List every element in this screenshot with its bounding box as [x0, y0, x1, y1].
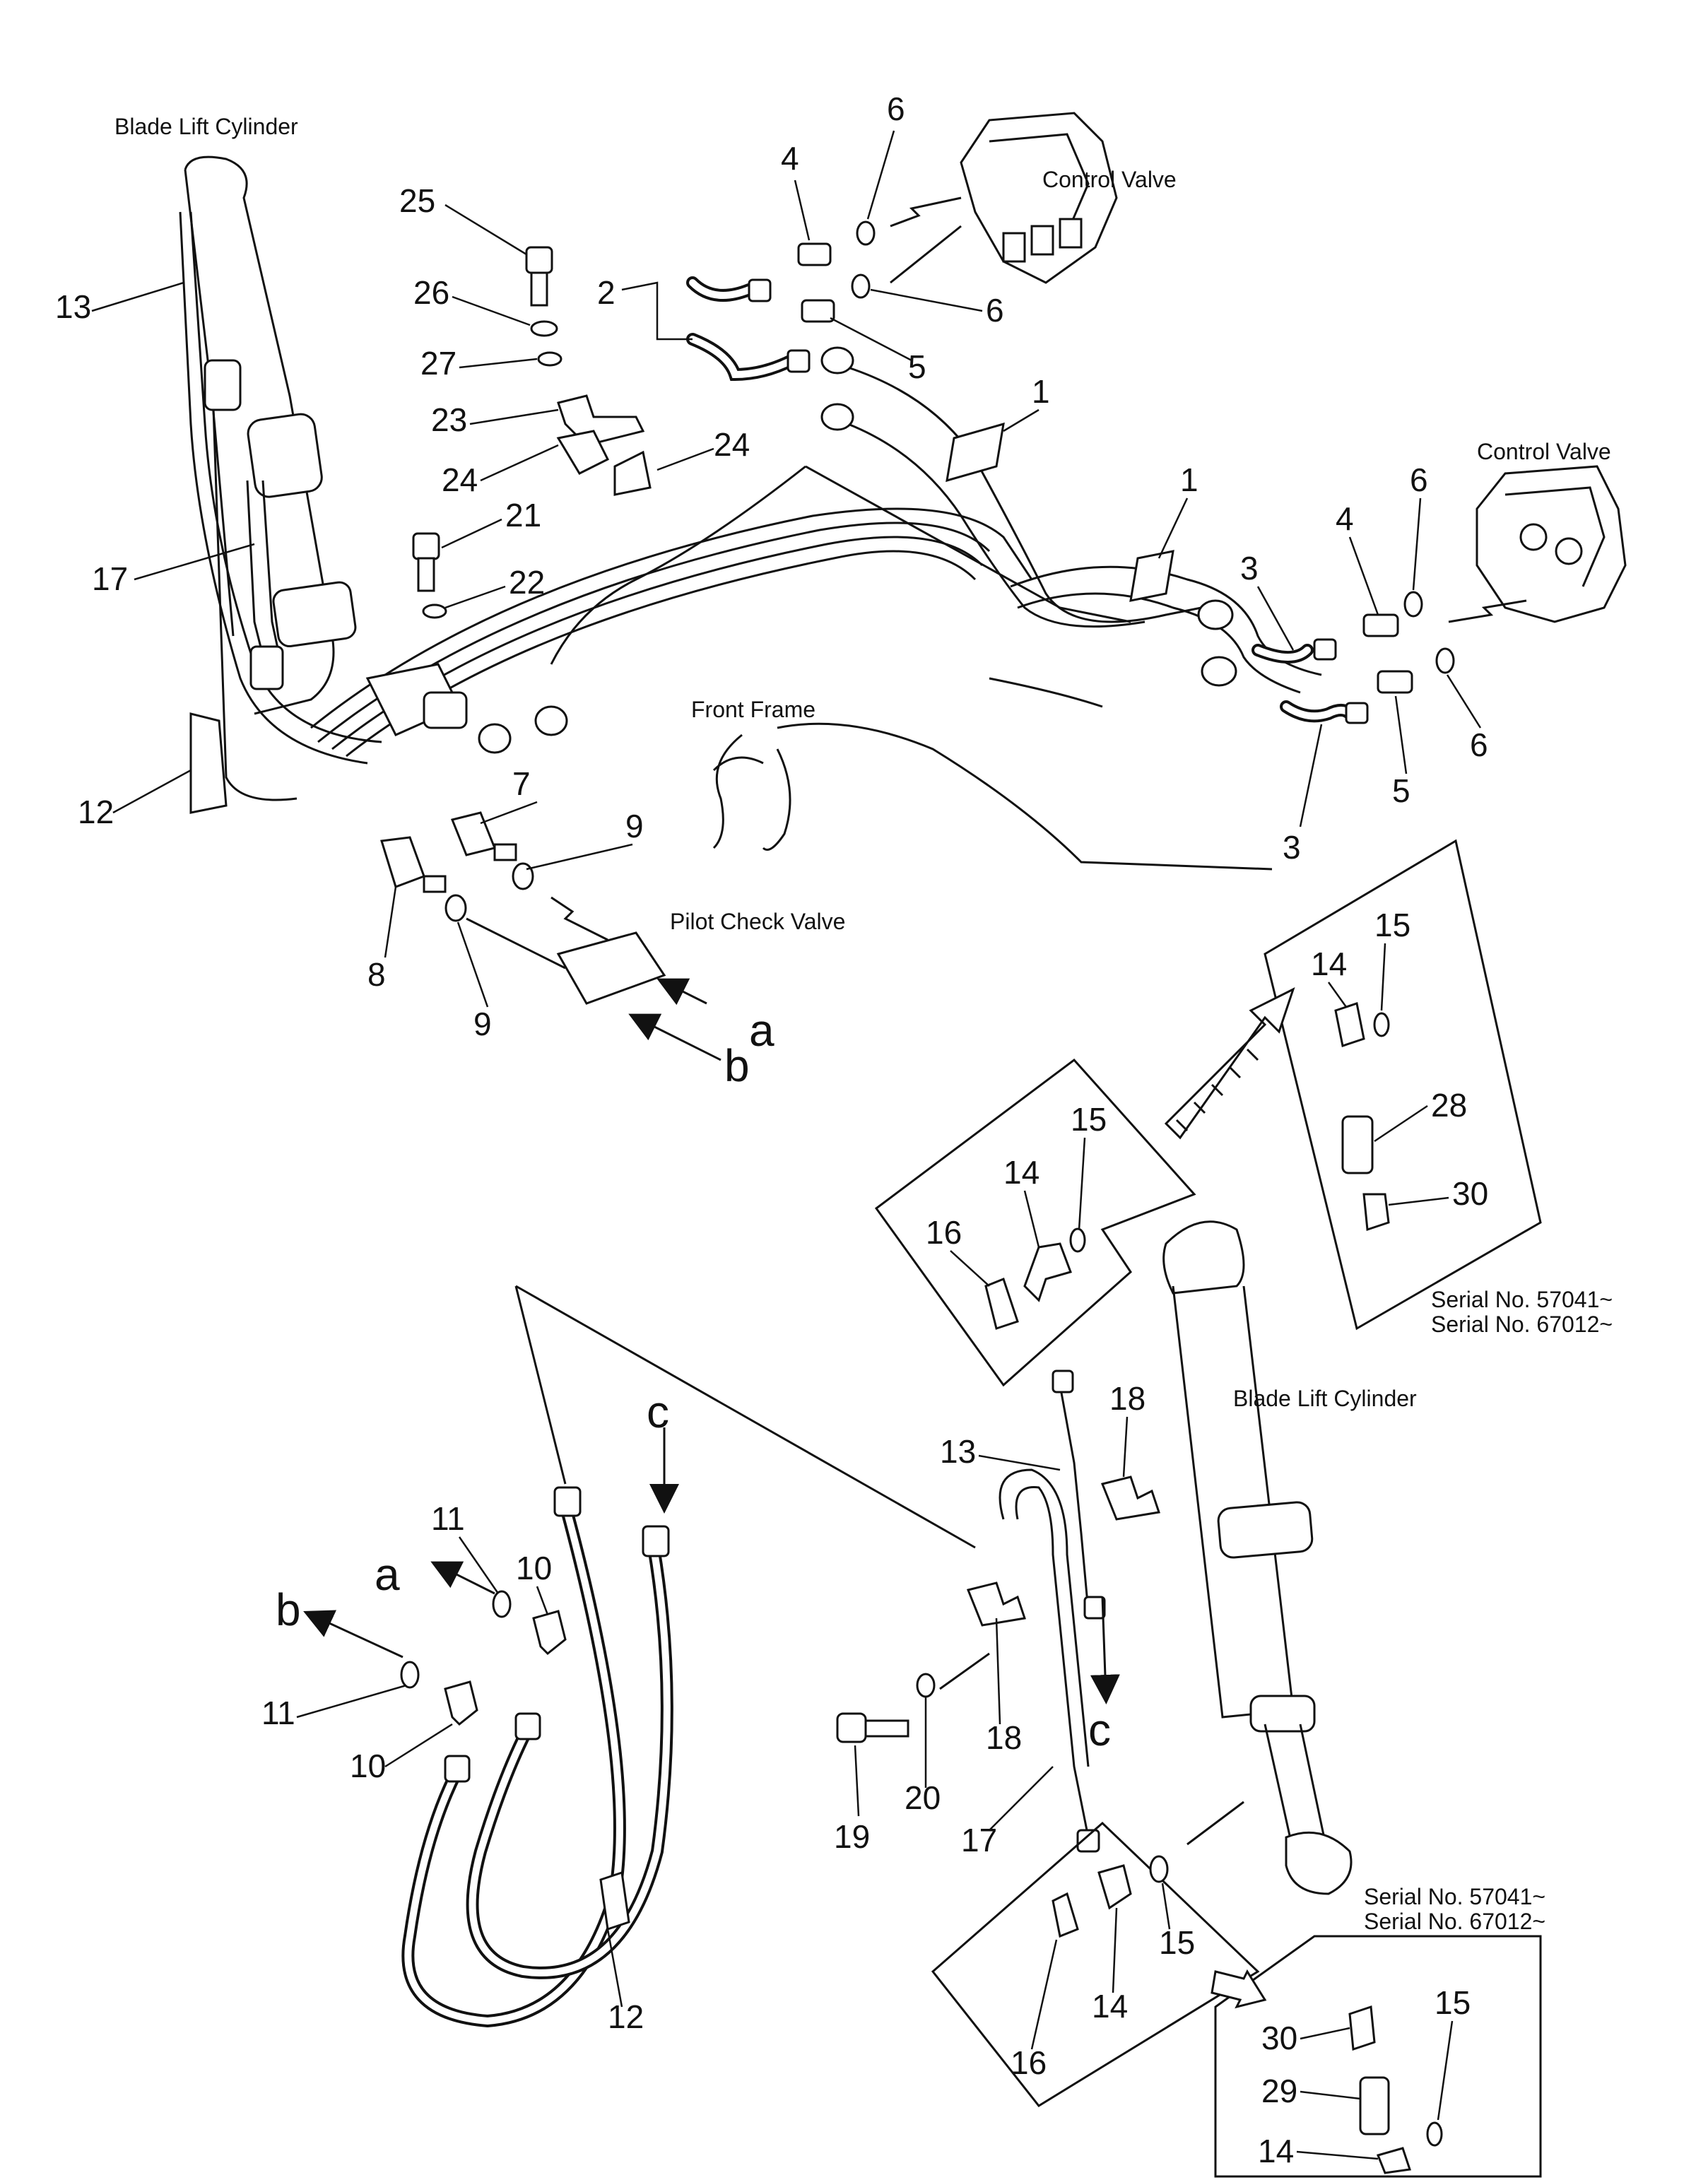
callout-5-upper: 5: [908, 348, 926, 385]
caption-control-valve-right: Control Valve: [1477, 439, 1611, 464]
serial-box-upper: [1264, 839, 1542, 1331]
callout-5-right: 5: [1392, 772, 1410, 809]
hatched-arrow-upper: [1164, 987, 1295, 1140]
detail-box-lower: [931, 1801, 1260, 2107]
blade-lift-cylinder-upper: [179, 155, 382, 814]
fittings-upper: [412, 220, 1455, 724]
callout-1-upper: 1: [1032, 373, 1050, 410]
callout-16-middle: 16: [926, 1214, 962, 1251]
fittings-lower-right: [836, 1369, 1160, 1853]
callout-17-upper: 17: [92, 560, 128, 597]
small-arrow-lower: [1211, 1969, 1267, 2009]
callout-20: 20: [905, 1779, 941, 1816]
callout-24-right: 24: [714, 426, 750, 463]
callout-6-right-top: 6: [1410, 461, 1428, 498]
callout-3-right-top: 3: [1240, 550, 1259, 587]
callout-9-upper: 9: [625, 808, 644, 844]
callout-10-lower: 10: [350, 1748, 386, 1784]
callout-14-lower-box: 14: [1092, 1988, 1128, 2025]
caption-blade-lift-cylinder-lower: Blade Lift Cylinder: [1233, 1386, 1417, 1411]
callout-4-right: 4: [1336, 500, 1354, 537]
callout-4-upper: 4: [781, 140, 799, 177]
caption-control-valve-upper: Control Valve: [1042, 167, 1177, 192]
front-frame: [550, 465, 1273, 871]
callout-18-upper: 18: [1109, 1380, 1145, 1417]
callout-21: 21: [505, 497, 541, 534]
callout-14-serial-upper: 14: [1311, 945, 1347, 982]
callout-13-upper: 13: [55, 288, 91, 325]
pilot-check-valve: [380, 811, 722, 1061]
callout-24-left: 24: [442, 461, 478, 498]
callout-26: 26: [413, 274, 449, 311]
callout-2: 2: [597, 274, 616, 311]
callout-6-right-bottom: 6: [1470, 726, 1488, 763]
callout-19: 19: [834, 1818, 870, 1855]
caption-serial-box-lower-2: Serial No. 67012~: [1364, 1909, 1545, 1934]
callout-12-lower: 12: [608, 1998, 644, 2035]
callout-29: 29: [1261, 2073, 1297, 2109]
callout-15-middle: 15: [1071, 1101, 1107, 1138]
callout-15-lower-box: 15: [1159, 1924, 1195, 1961]
hoses-lower-left: [303, 1285, 1120, 2028]
callout-22: 22: [509, 564, 545, 601]
callout-23: 23: [431, 401, 467, 438]
caption-serial-box-upper-1: Serial No. 57041~: [1431, 1287, 1613, 1312]
callout-15-serial-lower: 15: [1435, 1984, 1471, 2021]
callout-18-lower: 18: [986, 1719, 1022, 1756]
callout-12-upper: 12: [78, 794, 114, 830]
callout-7: 7: [512, 765, 531, 802]
callout-13-lower: 13: [940, 1433, 976, 1470]
callout-16-lower-box: 16: [1011, 2044, 1047, 2081]
control-valve-upper: [890, 112, 1118, 284]
control-valve-right: [1448, 465, 1627, 623]
serial-box-lower: [1214, 1935, 1542, 2178]
callout-14-middle: 14: [1003, 1154, 1039, 1191]
callout-6-mid: 6: [986, 292, 1004, 329]
leader-lines: [91, 130, 1482, 2160]
callout-11-lower: 11: [261, 1695, 295, 1731]
connector-b-lower: b: [276, 1584, 301, 1635]
callout-9-lower: 9: [473, 1006, 492, 1042]
connector-c-top: c: [647, 1386, 669, 1437]
caption-serial-box-upper-2: Serial No. 67012~: [1431, 1312, 1613, 1337]
caption-pilot-check-valve: Pilot Check Valve: [670, 909, 845, 934]
callout-25: 25: [399, 182, 435, 219]
callout-1-right: 1: [1180, 461, 1198, 498]
connector-a-upper: a: [749, 1005, 775, 1056]
callout-27: 27: [420, 345, 457, 382]
callout-8: 8: [367, 956, 386, 993]
connector-b-upper: b: [724, 1040, 750, 1091]
callout-11-upper: 11: [431, 1500, 465, 1537]
detail-box-middle: [874, 1058, 1196, 1387]
callout-30-upper: 30: [1452, 1175, 1488, 1212]
connector-c-bottom: c: [1088, 1704, 1111, 1755]
callout-30-lower: 30: [1261, 2020, 1297, 2056]
connector-a-lower: a: [375, 1549, 400, 1600]
blade-lift-cylinder-lower: [1162, 1220, 1353, 1895]
callout-28: 28: [1431, 1087, 1467, 1124]
callout-15-serial-upper: 15: [1374, 907, 1410, 943]
callout-6-top: 6: [887, 90, 905, 127]
caption-blade-lift-cylinder-top: Blade Lift Cylinder: [114, 114, 298, 139]
caption-serial-box-lower-1: Serial No. 57041~: [1364, 1884, 1545, 1909]
callout-14-serial-lower: 14: [1258, 2133, 1294, 2169]
caption-front-frame: Front Frame: [691, 697, 815, 722]
callout-3-right-bottom: 3: [1283, 829, 1301, 866]
callout-10-upper: 10: [516, 1550, 552, 1586]
hose-bundle-upper: [310, 346, 1322, 758]
